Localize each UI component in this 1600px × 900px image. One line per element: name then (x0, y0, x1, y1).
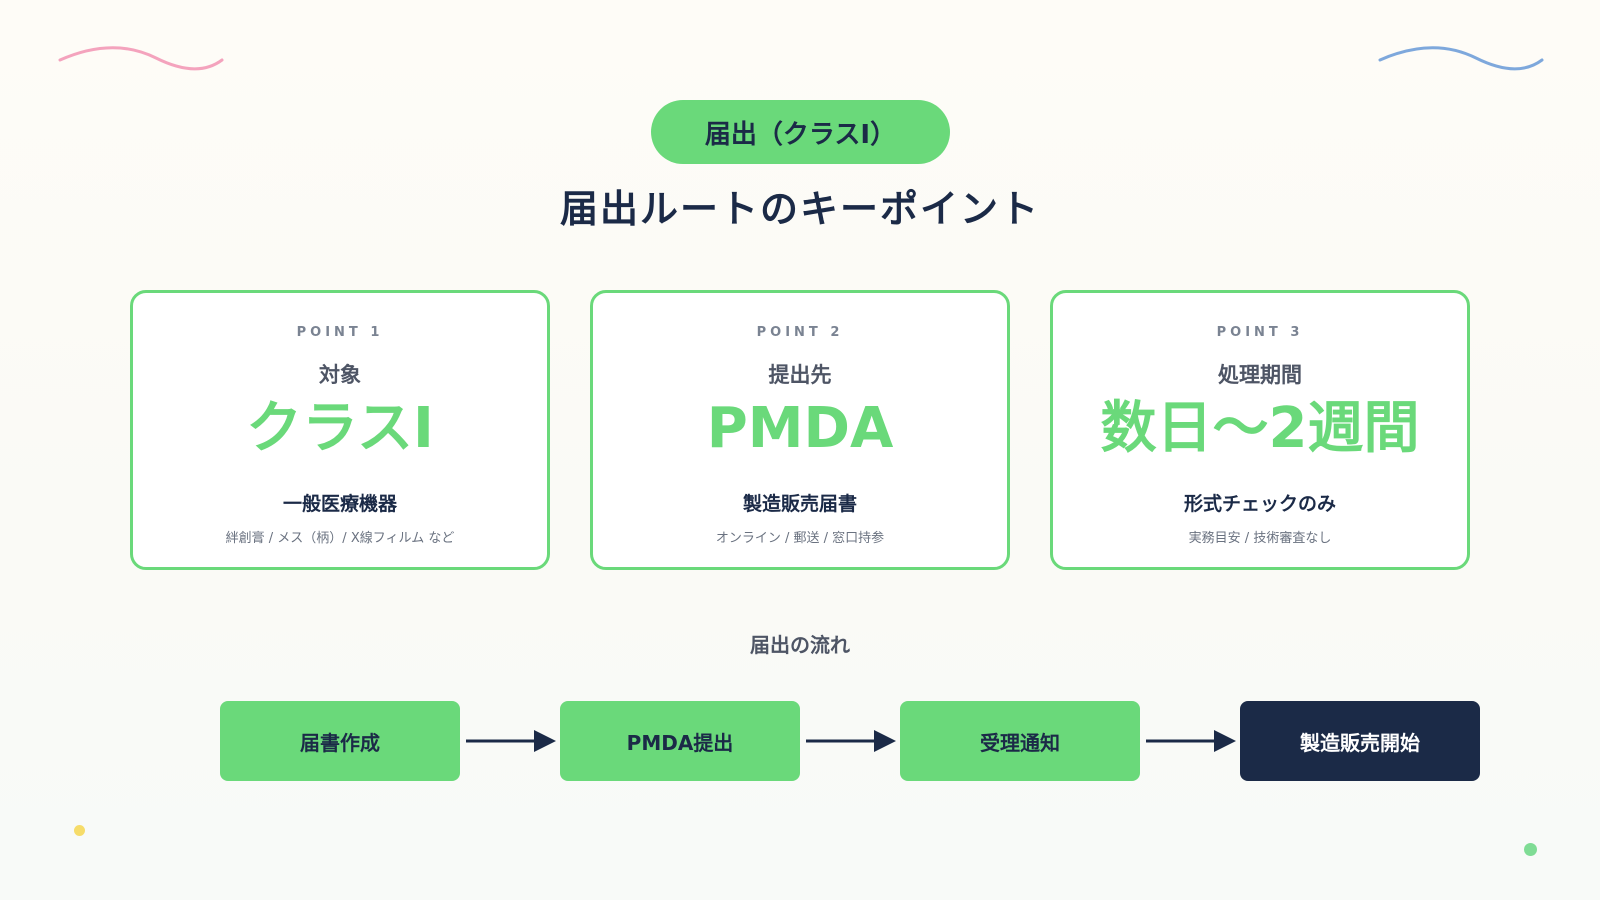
flow-step-create: 届書作成 (220, 701, 460, 781)
point-card-duration: POINT 3 処理期間 数日〜2週間 形式チェックのみ 実務目安 / 技術審査… (1050, 290, 1470, 570)
flow-step-notice: 受理通知 (900, 701, 1140, 781)
point-value: PMDA (706, 396, 894, 461)
point-heading: 提出先 (768, 363, 832, 387)
point-heading: 対象 (319, 363, 361, 387)
dot-decoration-icon (74, 825, 85, 836)
flow-title: 届出の流れ (750, 633, 850, 657)
point-card-destination: POINT 2 提出先 PMDA 製造販売届書 オンライン / 郵送 / 窓口持… (590, 290, 1010, 570)
dot-decoration-icon (1524, 843, 1537, 856)
wave-decoration-icon (1378, 46, 1544, 71)
right-arrow-icon (806, 730, 896, 752)
point-note: 絆創膏 / メス（柄）/ X線フィルム など (225, 531, 455, 546)
point-label: POINT 2 (756, 325, 844, 340)
flow-step-submit: PMDA提出 (560, 701, 800, 781)
point-subtitle: 製造販売届書 (742, 493, 857, 515)
right-arrow-icon (1146, 730, 1236, 752)
point-label: POINT 1 (296, 325, 384, 340)
category-badge: 届出（クラスI） (651, 100, 950, 164)
point-note: 実務目安 / 技術審査なし (1188, 531, 1332, 546)
point-note: オンライン / 郵送 / 窓口持参 (715, 531, 885, 546)
point-value: 数日〜2週間 (1100, 396, 1420, 461)
point-subtitle: 形式チェックのみ (1183, 493, 1336, 515)
right-arrow-icon (466, 730, 556, 752)
point-heading: 処理期間 (1218, 363, 1302, 387)
wave-decoration-icon (58, 46, 224, 71)
point-value: クラスI (246, 396, 434, 461)
point-subtitle: 一般医療機器 (282, 493, 397, 515)
flow-step-start: 製造販売開始 (1240, 701, 1480, 781)
point-card-target: POINT 1 対象 クラスI 一般医療機器 絆創膏 / メス（柄）/ X線フィ… (130, 290, 550, 570)
point-label: POINT 3 (1216, 325, 1304, 340)
page-title: 届出ルートのキーポイント (559, 187, 1040, 231)
